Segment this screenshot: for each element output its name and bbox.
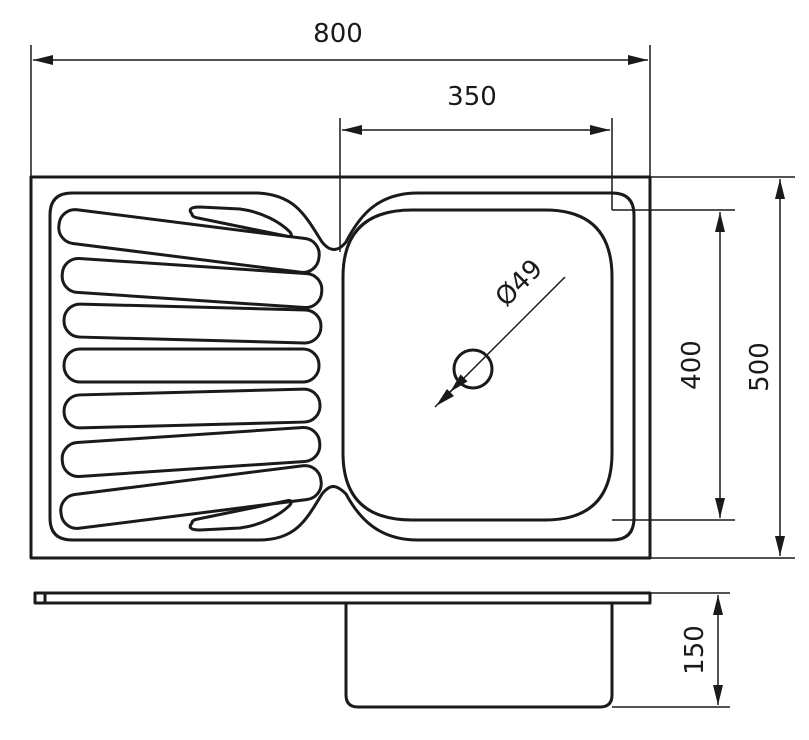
- drainer-groove-bottom: [188, 499, 293, 532]
- inner-contour: [48, 191, 636, 542]
- drain-hole: [452, 348, 494, 390]
- dim-label-diameter: Ø49: [490, 254, 549, 313]
- dim-label-800: 800: [313, 19, 363, 49]
- drainer-groove: [59, 464, 323, 530]
- side-view: [33, 591, 652, 709]
- dim-line-diameter: [449, 276, 566, 393]
- drainer-groove-top: [188, 205, 293, 238]
- drainer-groove: [62, 387, 322, 430]
- side-rim: [33, 591, 652, 605]
- drainer-grooves: [57, 205, 324, 532]
- bowl: [341, 208, 614, 522]
- drainer-groove: [62, 347, 321, 384]
- dim-label-500: 500: [745, 342, 775, 392]
- drainer-groove: [60, 426, 322, 478]
- dim-label-150: 150: [680, 625, 710, 675]
- drainer-groove: [57, 208, 321, 274]
- drainer-groove: [62, 302, 323, 345]
- side-bowl: [344, 601, 614, 709]
- dim-label-400: 400: [677, 340, 707, 390]
- dim-label-350: 350: [447, 82, 497, 112]
- drainer-groove: [60, 256, 324, 310]
